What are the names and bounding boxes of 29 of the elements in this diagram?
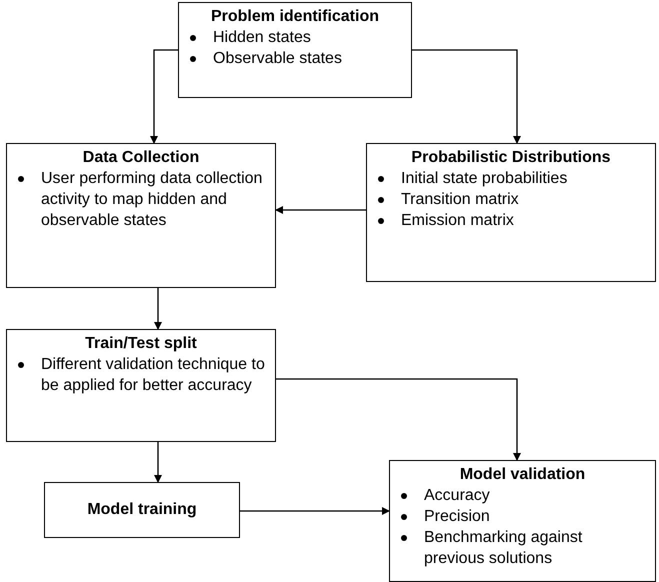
process-box	[6, 329, 276, 442]
box-heading: Model validation	[458, 465, 586, 485]
bullet-item: Precision	[398, 506, 647, 527]
bullet-item: User performing data collection activity to map hidden and observable states	[15, 168, 267, 231]
bullet-item: Different validation technique to be applied for better accuracy	[15, 354, 267, 396]
box-heading: Train/Test split	[84, 334, 198, 354]
process-box	[389, 460, 656, 582]
bullet-item: Accuracy	[398, 485, 647, 506]
bullet-item: Initial state probabilities	[375, 168, 647, 189]
process-box	[6, 143, 276, 288]
arrow	[412, 49, 521, 144]
box-heading: Probabilistic Distributions	[410, 148, 612, 168]
box-heading: Model training	[87, 500, 197, 520]
arrow	[150, 49, 178, 144]
process-box	[178, 2, 412, 98]
arrow	[240, 507, 390, 515]
arrow	[276, 378, 521, 461]
bullet-item: Transition matrix	[375, 189, 647, 210]
bullet-item: Benchmarking against previous solutions	[398, 527, 647, 569]
process-box	[366, 143, 656, 282]
box-heading: Data Collection	[82, 148, 200, 168]
process-box	[44, 482, 240, 538]
arrow	[154, 288, 162, 330]
bullet-item: Observable states	[187, 48, 403, 69]
bullet-item: Emission matrix	[375, 210, 647, 231]
arrow	[154, 442, 162, 483]
box-heading: Problem identification	[210, 7, 380, 27]
bullet-item: Hidden states	[187, 27, 403, 48]
arrow	[275, 206, 366, 214]
